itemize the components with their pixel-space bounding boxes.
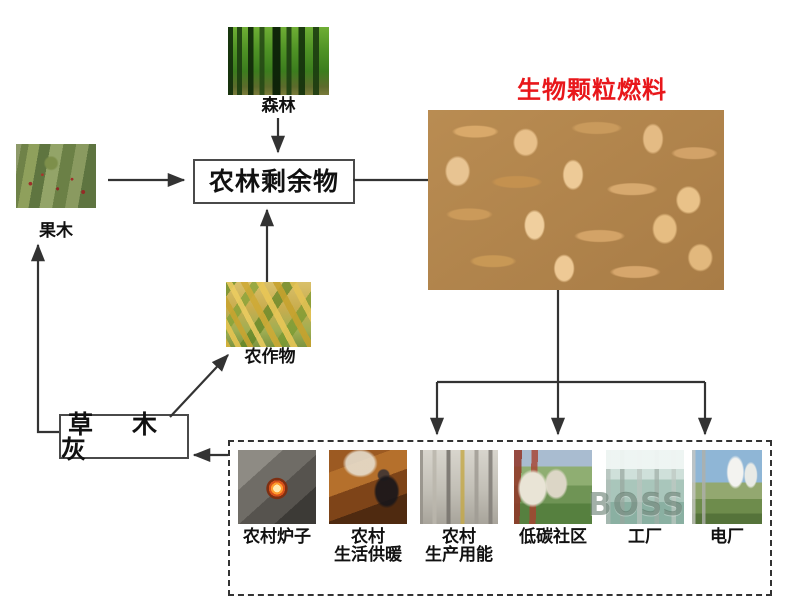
crops-photo — [226, 282, 311, 347]
page-title-biomass-pellet-fuel: 生物颗粒燃料 — [517, 76, 667, 104]
arrow-ash-to-fruit-tree — [30, 243, 59, 434]
rural-stove-image-fill — [238, 450, 316, 524]
fruit-tree-image-fill — [16, 144, 96, 208]
label-rural-stove: 农村炉子 — [243, 527, 311, 547]
label-power-plant: 电厂 — [710, 527, 744, 547]
node-agroforestry-residue-label: 农林剩余物 — [208, 167, 339, 196]
factory-icon — [606, 450, 684, 524]
arrow-ash-to-crops — [169, 354, 229, 418]
forest-photo — [228, 27, 329, 95]
label-rural-production-energy: 农村 生产用能 — [425, 527, 493, 566]
pellet-image-fill — [428, 110, 724, 290]
label-fruit-tree: 果木 — [39, 221, 73, 241]
label-low-carbon-community: 低碳社区 — [519, 527, 587, 547]
factory-image-fill — [606, 450, 684, 524]
biomass-pellet-fuel-photo — [428, 110, 724, 290]
node-plant-ash-label: 草 木 灰 — [61, 409, 197, 464]
power-plant-icon — [692, 450, 762, 524]
rural-production-image-fill — [420, 450, 498, 524]
label-factory: 工厂 — [628, 527, 662, 547]
rural-stove-icon — [238, 450, 316, 524]
low-carbon-community-icon — [514, 450, 592, 524]
forest-image-fill — [228, 27, 329, 95]
applications-group-container — [228, 440, 772, 596]
rural-heating-image-fill — [329, 450, 407, 524]
crops-image-fill — [226, 282, 311, 347]
label-crops: 农作物 — [244, 347, 296, 367]
label-forest: 森林 — [261, 96, 296, 116]
rural-heating-icon — [329, 450, 407, 524]
node-agroforestry-residue: 农林剩余物 — [193, 159, 355, 204]
node-plant-ash: 草 木 灰 — [59, 409, 197, 464]
power-plant-image-fill — [692, 450, 762, 524]
low-carbon-community-image-fill — [514, 450, 592, 524]
rural-production-energy-icon — [420, 450, 498, 524]
fruit-tree-photo — [16, 144, 96, 208]
label-rural-heating: 农村 生活供暖 — [334, 527, 402, 566]
